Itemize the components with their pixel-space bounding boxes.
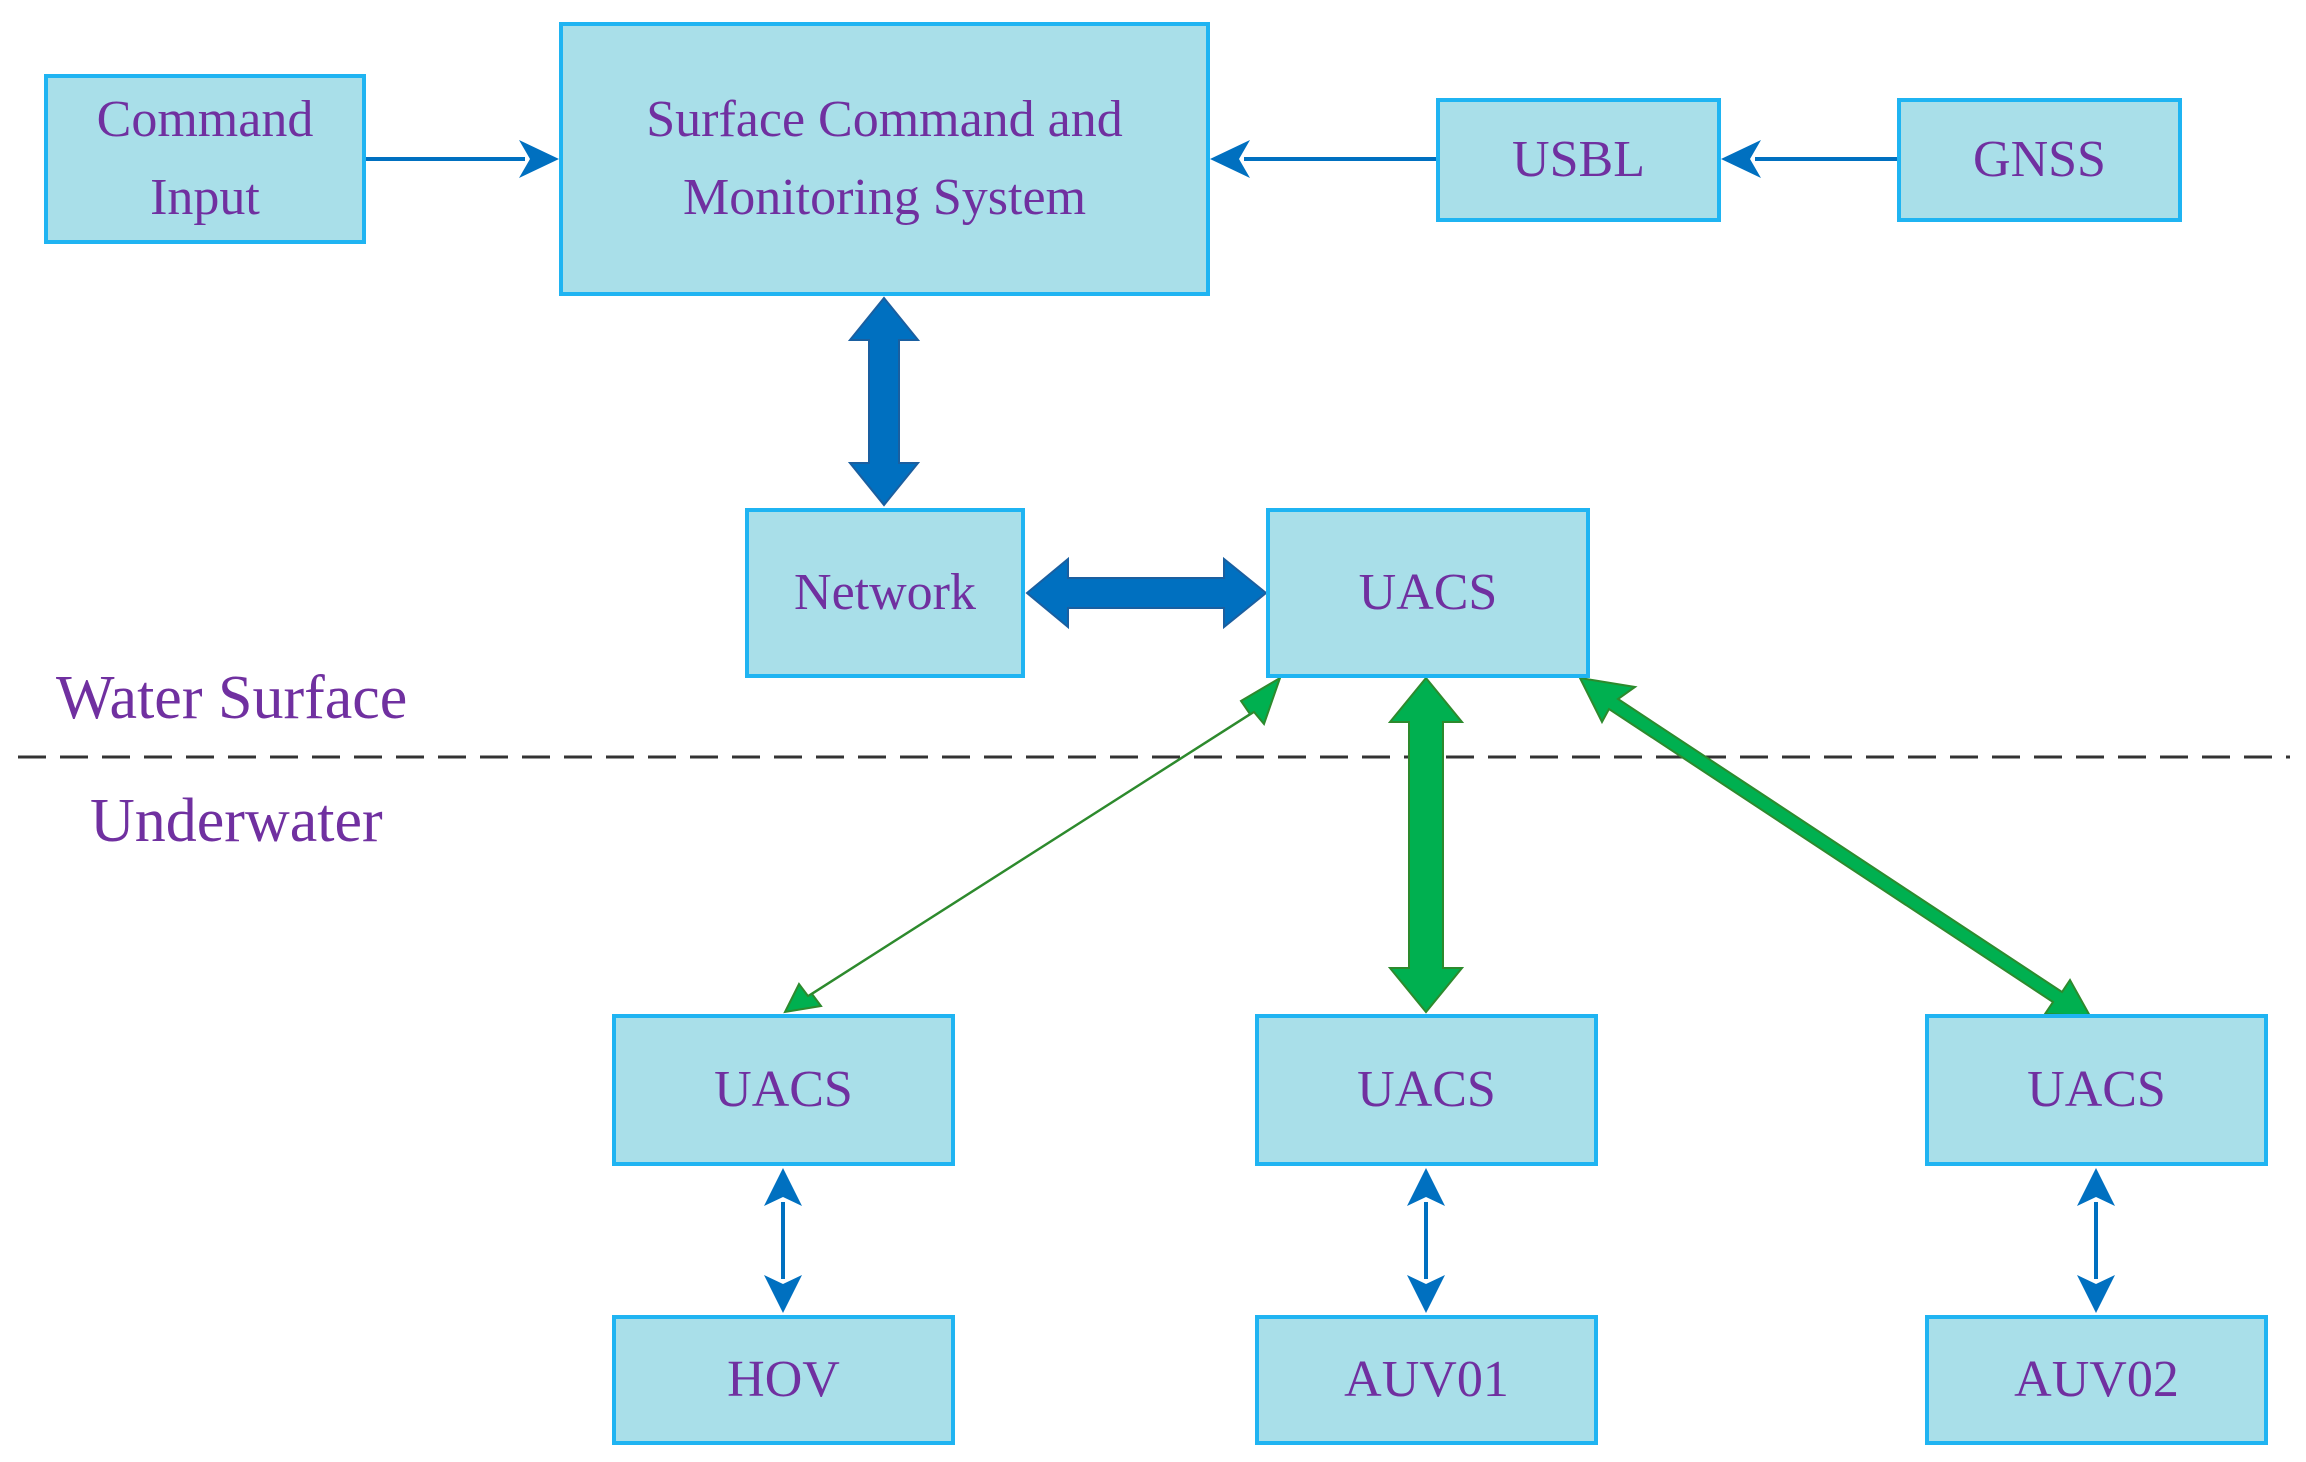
auv02-box: AUV02 (1925, 1315, 2268, 1445)
arrow-uacs-to-uacs-auv02 (1578, 676, 2092, 1018)
arrow-uacs-auv02-to-auv02 (2077, 1168, 2115, 1313)
uacs-auv01-label: UACS (1357, 1061, 1496, 1118)
arrow-network-uacs (1025, 556, 1268, 630)
uacs-hov-box: UACS (612, 1014, 955, 1166)
uacs-auv01-box: UACS (1255, 1014, 1598, 1166)
auv01-box: AUV01 (1255, 1315, 1598, 1445)
command-input-box: Command Input (44, 74, 366, 244)
uacs-auv02-label: UACS (2027, 1061, 2166, 1118)
arrow-uacs-hov-to-hov (764, 1168, 802, 1313)
hov-label: HOV (727, 1351, 840, 1408)
network-box: Network (745, 508, 1025, 678)
usbl-box: USBL (1436, 98, 1721, 222)
arrow-usbl-to-surface-system (1210, 140, 1436, 178)
underwater-label: Underwater (90, 787, 383, 855)
arrow-uacs-auv01-to-auv01 (1407, 1168, 1445, 1313)
arrow-surface-system-network (847, 296, 921, 507)
gnss-box: GNSS (1897, 98, 2182, 222)
uacs-hov-label: UACS (714, 1061, 853, 1118)
arrow-uacs-to-uacs-auv01 (1387, 676, 1465, 1014)
surface-system-label-line1: Surface Command and (646, 91, 1123, 148)
usbl-label: USBL (1512, 131, 1645, 188)
uacs-auv02-box: UACS (1925, 1014, 2268, 1166)
auv01-label: AUV01 (1344, 1351, 1509, 1408)
water-surface-label: Water Surface (56, 664, 408, 732)
uacs-surface-box: UACS (1266, 508, 1590, 678)
command-input-label-line2: Input (150, 169, 260, 226)
network-label: Network (794, 564, 976, 621)
arrow-uacs-to-uacs-hov (783, 675, 1282, 1014)
surface-command-system-box: Surface Command and Monitoring System (559, 22, 1210, 296)
command-input-label-line1: Command (96, 91, 314, 148)
arrow-command-input-to-surface-system (366, 140, 559, 178)
hov-box: HOV (612, 1315, 955, 1445)
auv02-label: AUV02 (2014, 1351, 2179, 1408)
surface-system-label-line2: Monitoring System (682, 169, 1087, 226)
gnss-label: GNSS (1973, 131, 2106, 188)
uacs-surface-label: UACS (1358, 564, 1498, 621)
arrow-gnss-to-usbl (1721, 140, 1897, 178)
